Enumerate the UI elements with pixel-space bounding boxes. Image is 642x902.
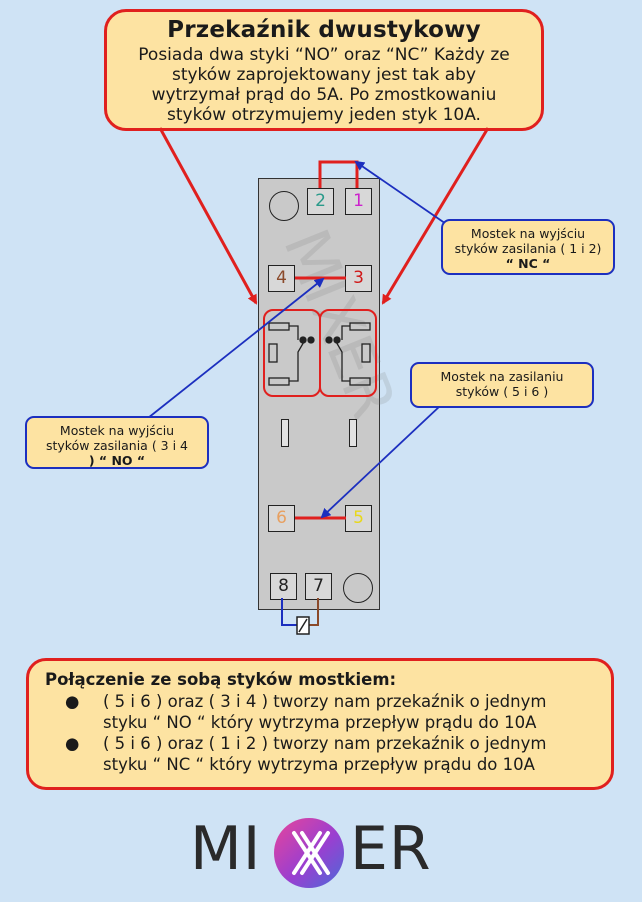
- summary-line: ( 5 i 6 ) oraz ( 1 i 2 ) tworzy nam prze…: [103, 734, 547, 753]
- callout-line: styków zasilania ( 3 i 4: [46, 438, 188, 453]
- summary-box: Połączenie ze sobą styków mostkiem: ● ( …: [26, 658, 614, 790]
- contact-symbol-left: [268, 322, 315, 386]
- mount-hole-top: [269, 191, 299, 221]
- mount-hole-bottom: [343, 573, 373, 603]
- summary-line: styku “ NO “ który wytrzyma przepływ prą…: [103, 713, 537, 732]
- header-text: Posiada dwa styki “NO” oraz “NC” Każdy z…: [107, 45, 541, 125]
- contact-symbol-right: [325, 322, 371, 386]
- callout-line: styków ( 5 i 6 ): [455, 384, 549, 399]
- callout-line: styków zasilania ( 1 i 2): [454, 241, 602, 256]
- summary-item: ● ( 5 i 6 ) oraz ( 3 i 4 ) tworzy nam pr…: [45, 691, 611, 733]
- summary-line: styku “ NC “ który wytrzyma przepływ prą…: [103, 755, 535, 774]
- logo-x-icon: [274, 818, 344, 888]
- coil-wire-brown: [308, 598, 319, 626]
- logo-text-right: ER: [350, 814, 432, 884]
- callout-arrow-no: [147, 277, 325, 419]
- logo-text-left: MI: [190, 814, 262, 884]
- contact-group-right: [319, 309, 377, 397]
- callout-line: Mostek na wyjściu: [59, 423, 175, 438]
- header-arrow-right: [381, 127, 490, 305]
- header-arrow-left: [158, 127, 258, 305]
- callout-arrow-nc: [354, 160, 453, 229]
- relay-socket: MIXER 2 1 4 3 6 5 8 7: [258, 178, 411, 610]
- callout-no-bridge: Mostek na wyjściu styków zasilania ( 3 i…: [25, 416, 209, 469]
- bridge-nc-wire: [318, 160, 359, 188]
- summary-heading: Połączenie ze sobą styków mostkiem:: [45, 670, 397, 689]
- header-line: Posiada dwa styki “NO” oraz “NC” Każdy z…: [138, 45, 510, 65]
- callout-line: Mostek na wyjściu: [470, 226, 586, 241]
- terminal-6: 6: [268, 505, 295, 532]
- header-title: Przekaźnik dwustykowy: [167, 17, 481, 43]
- bullet-icon: ●: [65, 734, 80, 753]
- header-line: styków zaprojektowany jest tak aby: [171, 65, 477, 85]
- mixer-logo: MI ER: [190, 812, 452, 892]
- terminal-1: 1: [345, 188, 372, 215]
- header-line: styków otrzymujemy jeden styk 10A.: [167, 105, 481, 125]
- callout-line: “ NC “: [505, 256, 551, 271]
- callout-line: ) “ NO “: [88, 453, 146, 468]
- slot-right: [349, 419, 357, 447]
- callout-supply-bridge: Mostek na zasilaniu styków ( 5 i 6 ): [410, 362, 594, 408]
- header-line: wytrzymał prąd do 5A. Po zmostkowaniu: [151, 85, 497, 105]
- summary-line: ( 5 i 6 ) oraz ( 3 i 4 ) tworzy nam prze…: [103, 692, 547, 711]
- header-box: Przekaźnik dwustykowy Posiada dwa styki …: [104, 9, 544, 131]
- terminal-2: 2: [307, 188, 334, 215]
- bullet-icon: ●: [65, 692, 80, 711]
- callout-line: Mostek na zasilaniu: [440, 369, 564, 384]
- coil-wire-blue: [281, 598, 298, 626]
- callout-nc-bridge: Mostek na wyjściu styków zasilania ( 1 i…: [441, 219, 615, 275]
- terminal-4: 4: [268, 265, 295, 292]
- summary-item: ● ( 5 i 6 ) oraz ( 1 i 2 ) tworzy nam pr…: [45, 733, 611, 775]
- callout-arrow-supply: [320, 405, 441, 519]
- slot-left: [281, 419, 289, 447]
- terminal-8: 8: [270, 573, 297, 600]
